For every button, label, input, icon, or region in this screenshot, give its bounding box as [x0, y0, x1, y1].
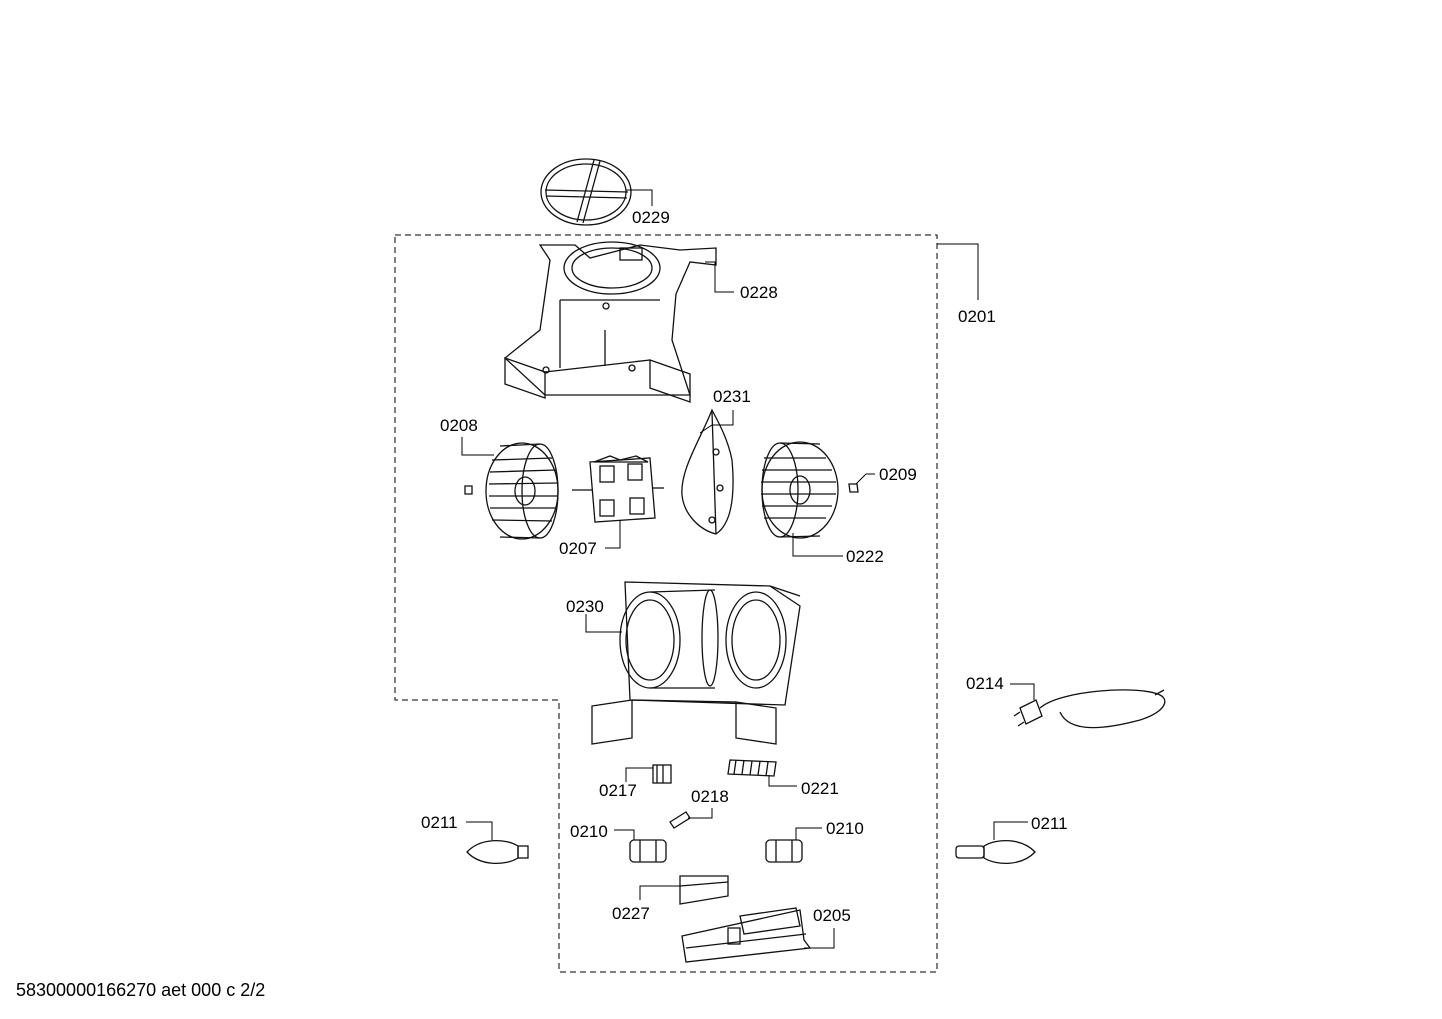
leader-0205 — [804, 928, 835, 949]
callout-0229: 0229 — [632, 208, 670, 227]
callout-0221: 0221 — [801, 779, 839, 798]
leader-0211-right — [993, 821, 1028, 840]
part-0227-cover — [679, 875, 729, 905]
leader-0217 — [625, 767, 653, 782]
leader-0227 — [639, 885, 680, 900]
leader-0221 — [768, 775, 797, 787]
callout-0231: 0231 — [713, 387, 751, 406]
document-id: 58300000166270 aet 000 c 2/2 — [16, 980, 266, 1000]
part-0221-terminal-strip — [727, 759, 777, 777]
callout-0211-left: 0211 — [421, 813, 458, 832]
callout-0227: 0227 — [612, 904, 650, 923]
part-0222-blower-wheel — [761, 441, 839, 539]
leader-0214 — [1010, 683, 1035, 700]
part-0228-housing — [504, 241, 717, 403]
leader-0210-left — [614, 829, 635, 840]
callout-0205: 0205 — [813, 906, 851, 925]
leader-0229 — [626, 189, 653, 206]
leader-0230 — [585, 614, 622, 633]
part-0231-plate — [681, 408, 734, 535]
leader-0201 — [937, 243, 979, 300]
part-0229-ring-cross — [540, 158, 632, 226]
part-0211-bulb-right — [955, 840, 1036, 864]
part-0210-lamp-holder-left — [629, 839, 667, 863]
part-0218-small-part — [669, 811, 691, 829]
part-0207-motor — [572, 455, 664, 523]
callout-0214: 0214 — [966, 674, 1004, 693]
leader-0210-right — [795, 827, 822, 840]
leader-0211-left — [466, 821, 493, 840]
leader-0222 — [792, 533, 843, 557]
part-0210-lamp-holder-right — [765, 839, 803, 863]
callout-0211-right: 0211 — [1031, 814, 1068, 833]
leader-0207 — [605, 520, 621, 549]
callout-0217: 0217 — [599, 781, 637, 800]
leader-0208 — [461, 437, 494, 456]
callout-0210-left: 0210 — [570, 822, 608, 841]
assembly-0201-boundary — [394, 234, 938, 973]
callout-0201: 0201 — [958, 307, 996, 326]
leader-0209 — [855, 473, 875, 485]
leader-0228 — [705, 261, 734, 293]
part-0211-bulb-left — [466, 840, 529, 864]
callout-0218: 0218 — [691, 787, 729, 806]
callout-0228: 0228 — [740, 283, 778, 302]
leader-0231 — [699, 410, 734, 434]
callout-0207: 0207 — [559, 539, 597, 558]
part-0230-fan-assembly — [591, 581, 801, 745]
callout-0208: 0208 — [440, 416, 478, 435]
leader-0218 — [688, 808, 713, 819]
callout-0230: 0230 — [566, 597, 604, 616]
part-0217-clip — [652, 764, 672, 784]
part-0209-nut — [848, 483, 859, 493]
callout-0222: 0222 — [846, 547, 884, 566]
callout-0209: 0209 — [879, 465, 917, 484]
part-0205-bracket — [681, 907, 812, 963]
part-0208-blower-wheel — [464, 442, 559, 540]
part-0214-power-cord — [1013, 689, 1166, 729]
callout-0210-right: 0210 — [826, 819, 864, 838]
